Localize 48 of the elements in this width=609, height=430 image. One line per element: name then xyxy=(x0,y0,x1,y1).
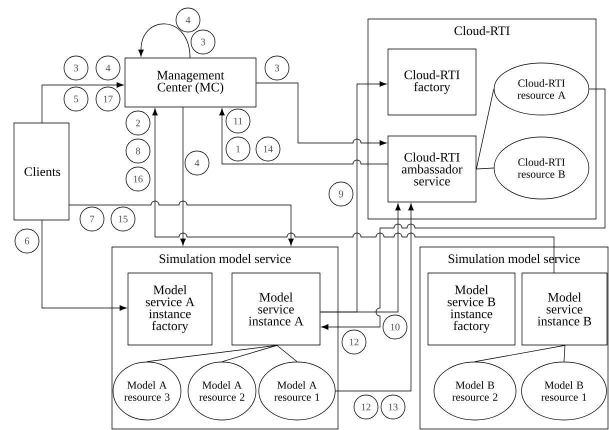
process-box: Management Center (MC) xyxy=(124,58,256,108)
connector-line xyxy=(476,168,494,170)
arrow xyxy=(69,200,294,246)
callout-number: 17 xyxy=(96,86,120,112)
callout-number: 13 xyxy=(380,394,406,420)
callout-number: 16 xyxy=(126,166,150,192)
process-box: Model service instance A xyxy=(232,272,320,346)
callout-number: 4 xyxy=(184,150,210,176)
callout-number: 14 xyxy=(256,136,280,162)
callout-number: 5 xyxy=(64,86,88,112)
arrow xyxy=(335,203,414,392)
callout-number: 9 xyxy=(328,182,354,206)
callout-number: 7 xyxy=(80,206,104,232)
callout-number: 10 xyxy=(382,314,408,340)
connector-line xyxy=(476,88,494,170)
process-box: Clients xyxy=(14,122,70,220)
arrow xyxy=(152,108,554,273)
process-box: Model service instance B xyxy=(522,272,608,346)
process-box: Model service B instance factory xyxy=(428,272,516,346)
callout-number: 12 xyxy=(342,330,366,354)
process-box: Cloud-RTI factory xyxy=(388,48,476,116)
callout-number: 15 xyxy=(110,206,136,232)
callout-number: 2 xyxy=(126,110,150,136)
callout-number: 4 xyxy=(96,56,120,80)
arrow xyxy=(42,82,124,123)
process-box: Cloud-RTI ambassador service xyxy=(388,136,476,202)
arrow xyxy=(256,82,387,146)
callout-number: 6 xyxy=(14,228,40,254)
arrow xyxy=(42,220,127,311)
callout-number: 4 xyxy=(176,8,200,32)
connector-line xyxy=(222,345,278,362)
callout-number: 3 xyxy=(264,56,290,80)
arrow xyxy=(138,24,190,58)
connector-line xyxy=(276,345,298,362)
arrow xyxy=(321,88,606,330)
callout-number: 3 xyxy=(190,30,216,54)
arrow xyxy=(219,108,388,164)
connector-line xyxy=(564,345,566,362)
callout-number: 12 xyxy=(354,394,378,420)
arrow xyxy=(180,107,186,246)
process-box: Model service A instance factory xyxy=(128,272,212,346)
callout-number: 3 xyxy=(64,56,88,80)
connector-line xyxy=(474,345,566,362)
callout-number: 8 xyxy=(126,138,150,164)
callout-number: 11 xyxy=(226,108,250,134)
connector-line xyxy=(146,345,278,362)
callout-number: 1 xyxy=(226,136,250,162)
arrow xyxy=(320,203,401,312)
